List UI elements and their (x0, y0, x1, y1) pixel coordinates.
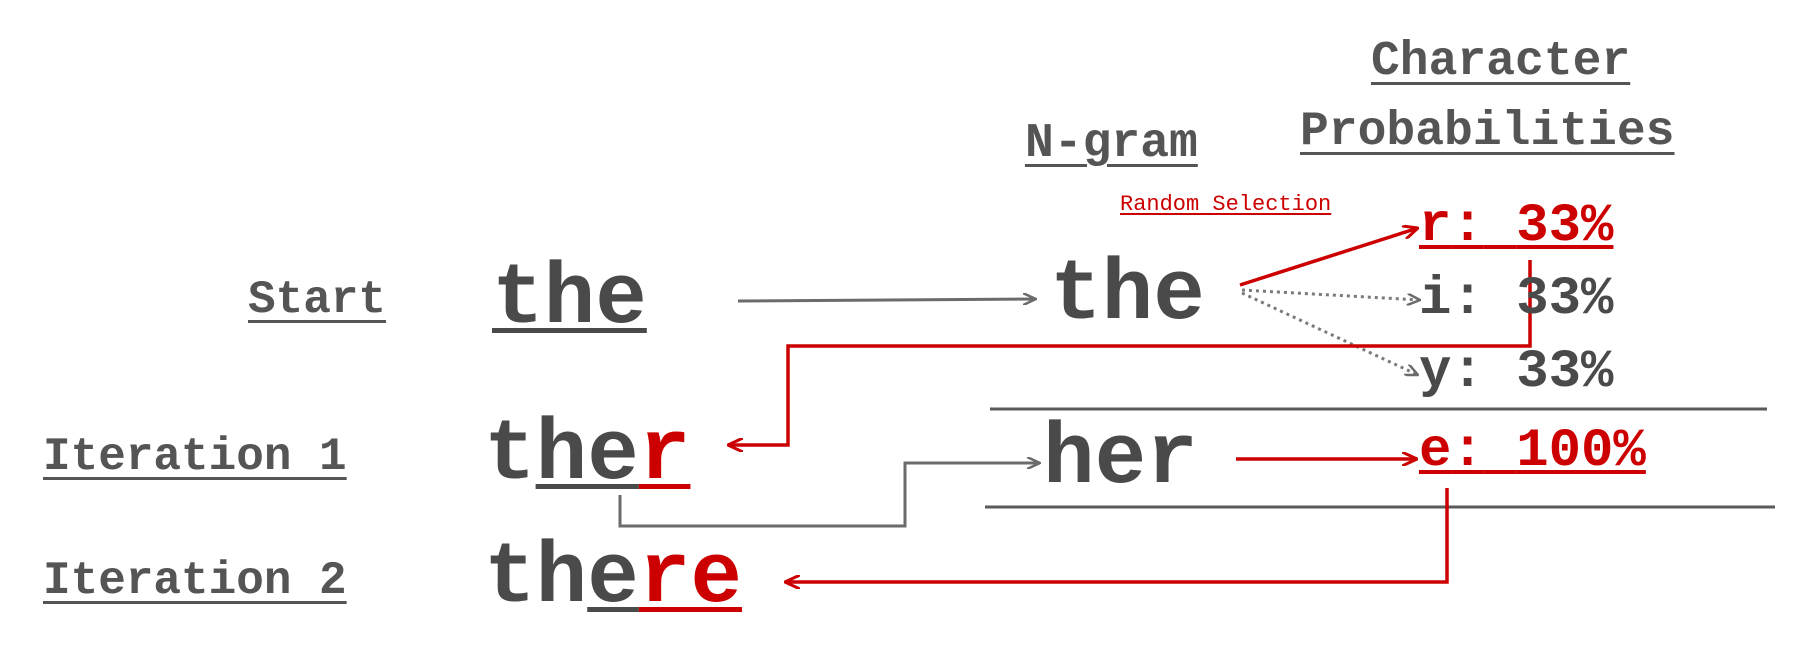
iteration2-context: e (587, 529, 639, 627)
prob-e-sep: : (1451, 421, 1484, 482)
arrow-he-to-her (618, 463, 1040, 528)
prob-e-pct: 100% (1516, 421, 1646, 482)
iteration2-word: there (484, 535, 742, 621)
prob-i-char: i (1419, 269, 1452, 330)
iteration1-added: r (638, 406, 691, 504)
header-probabilities: Probabilities (1300, 105, 1675, 159)
prob-i: i: 33% (1419, 273, 1613, 327)
prob-r-pct: 33% (1516, 196, 1614, 257)
prob-y: y: 33% (1419, 346, 1613, 400)
prob-i-pct: 33% (1516, 269, 1614, 330)
header-ngram: N-gram (1025, 117, 1198, 171)
ngram-the: the (1050, 246, 1205, 344)
arrow-start-to-ngram (737, 299, 1036, 301)
arrow-the-to-y (1241, 291, 1418, 377)
row-label-start: Start (248, 274, 387, 326)
prob-e: e: 100% (1419, 425, 1646, 479)
prob-r-char: r (1419, 196, 1452, 257)
iteration1-word: ther (484, 412, 690, 498)
iteration2-added: re (638, 529, 743, 627)
arrow-e-to-iteration2 (785, 488, 1449, 582)
prob-y-pct: 33% (1516, 342, 1614, 403)
start-word: the (492, 250, 647, 348)
prob-i-sep: : (1451, 269, 1484, 330)
prob-y-sep: : (1451, 342, 1484, 403)
prob-e-char: e (1419, 421, 1452, 482)
ngram-her: her (1043, 410, 1198, 508)
iteration2-prefix: th (484, 529, 588, 627)
iteration1-prefix: t (484, 406, 536, 504)
arrow-the-to-i (1241, 288, 1420, 300)
row-label-iteration1: Iteration 1 (43, 431, 347, 483)
arrow-the-to-r (1239, 228, 1418, 287)
header-character: Character (1371, 35, 1631, 89)
prob-r: r: 33% (1419, 200, 1613, 254)
arrow-r-to-iteration1 (728, 260, 1532, 445)
prob-y-char: y (1419, 342, 1452, 403)
iteration1-context: he (535, 406, 639, 504)
prob-r-sep: : (1451, 196, 1484, 257)
row-label-iteration2: Iteration 2 (43, 555, 347, 607)
random-selection-label: Random Selection (1120, 192, 1332, 217)
